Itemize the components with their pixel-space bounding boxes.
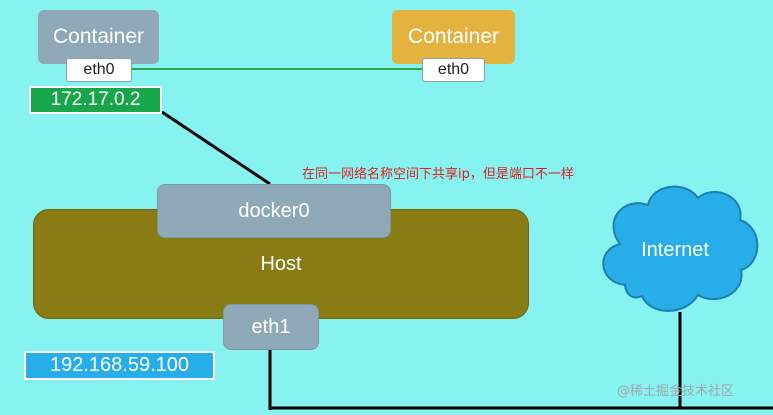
container-left-eth0-label: eth0 [83, 61, 115, 78]
docker0-bridge: docker0 [157, 184, 391, 238]
docker0-label: docker0 [238, 199, 310, 222]
host-eth1: eth1 [223, 304, 319, 350]
container-right: Container [392, 10, 515, 64]
host-ip-label: 192.168.59.100 [49, 354, 190, 376]
container-right-label: Container [407, 25, 500, 48]
container-left-label: Container [52, 25, 145, 48]
internet-cloud-icon [602, 185, 759, 312]
annotation-note: 在同一网络名称空间下共享ip，但是端口不一样 [302, 167, 574, 182]
container-right-eth0: eth0 [422, 58, 485, 82]
container-right-eth0-label: eth0 [437, 61, 470, 78]
watermark: @稀土掘金技术社区 [617, 384, 735, 399]
container-to-bridge-link [161, 110, 271, 186]
container-left-ip-label: 172.17.0.2 [50, 89, 141, 110]
container-left-ip: 172.17.0.2 [29, 86, 162, 114]
internet-label: Internet [641, 238, 709, 261]
host-label: Host [260, 252, 302, 275]
host-eth1-label: eth1 [251, 315, 291, 338]
container-left-eth0: eth0 [66, 58, 132, 82]
container-left: Container [38, 10, 159, 64]
host-ip: 192.168.59.100 [24, 351, 215, 380]
